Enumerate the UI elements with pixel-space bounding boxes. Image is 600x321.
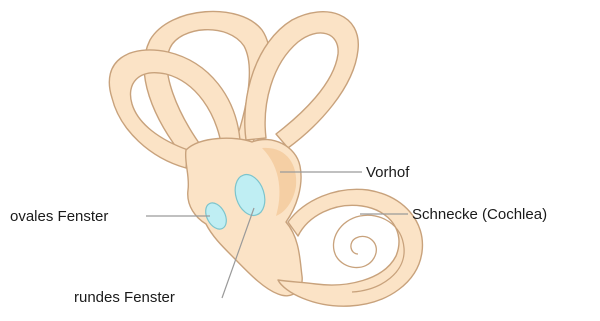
label-ovales-fenster: ovales Fenster bbox=[10, 208, 108, 225]
label-schnecke: Schnecke (Cochlea) bbox=[412, 206, 547, 223]
label-vorhof: Vorhof bbox=[366, 164, 410, 181]
label-rundes-fenster: rundes Fenster bbox=[74, 289, 175, 306]
cochlea-coil-outer bbox=[278, 189, 422, 306]
